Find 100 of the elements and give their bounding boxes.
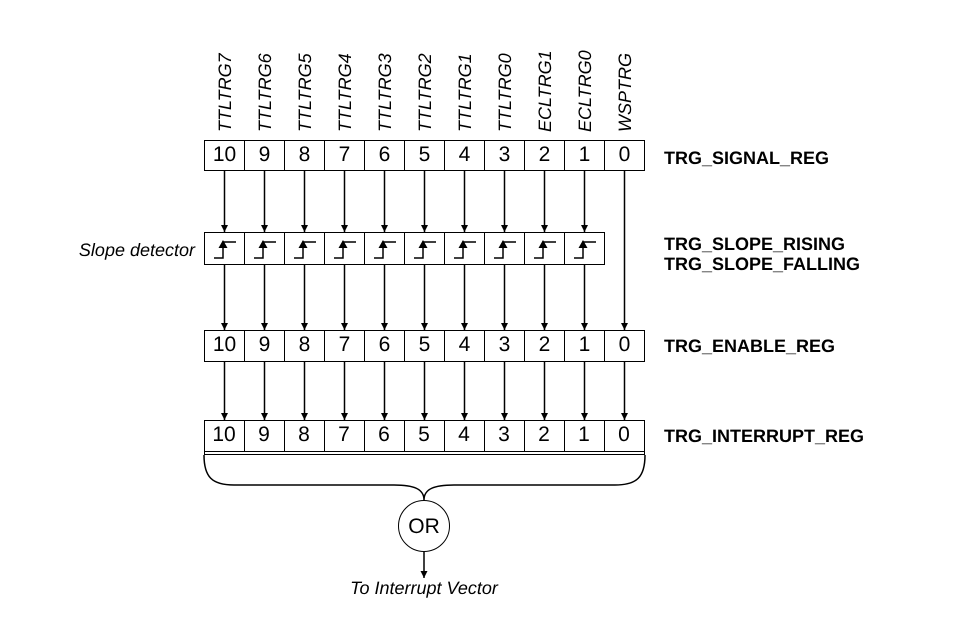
arrow <box>261 362 268 420</box>
arrow <box>501 362 508 420</box>
arrow <box>501 171 508 232</box>
bit-number: 2 <box>538 145 552 165</box>
slope-detector-cell <box>324 232 365 265</box>
bit-number: 10 <box>212 335 238 355</box>
slope-detector-cell <box>204 232 245 265</box>
bit-number: 4 <box>457 424 471 444</box>
slope-detector-cell <box>564 232 605 265</box>
arrow <box>381 171 388 232</box>
arrow <box>341 265 348 330</box>
bit-number: 3 <box>497 424 511 444</box>
arrow <box>420 552 428 578</box>
slope-detector-cell <box>484 232 525 265</box>
bit-number: 0 <box>618 335 632 355</box>
slope-detector-cell <box>364 232 405 265</box>
arrow <box>461 362 468 420</box>
register-bit-cell <box>444 330 485 362</box>
register-bit-cell <box>284 140 325 171</box>
register-bit-cell <box>204 140 245 171</box>
register-bit-cell <box>284 330 325 362</box>
output-label: To Interrupt Vector <box>350 578 498 599</box>
signal-name: TTLTRG6 <box>254 53 274 132</box>
arrow <box>421 171 428 232</box>
signal-name: ECLTRG0 <box>574 50 594 132</box>
signal-name: TTLTRG1 <box>454 53 474 132</box>
bit-number: 4 <box>458 335 472 355</box>
register-name: TRG_ENABLE_REG <box>664 336 836 356</box>
arrow <box>381 362 388 420</box>
signal-name: TTLTRG2 <box>414 53 434 132</box>
slope-detector-cell <box>404 232 445 265</box>
arrow <box>581 171 588 232</box>
bit-number: 10 <box>211 424 237 444</box>
signal-name: WSPTRG <box>614 53 634 132</box>
arrow <box>221 265 228 330</box>
signal-name: TTLTRG4 <box>334 53 354 132</box>
bit-number: 7 <box>338 145 352 165</box>
register-bit-cell <box>484 140 525 171</box>
register-name: TRG_SLOPE_FALLING <box>664 254 860 274</box>
register-bit-cell <box>364 140 405 171</box>
arrow <box>621 362 628 420</box>
register-name: TRG_SLOPE_RISING <box>664 234 846 254</box>
register-bit-cell <box>564 330 605 362</box>
bit-number: 8 <box>297 424 311 444</box>
bit-number: 2 <box>537 424 551 444</box>
arrow <box>541 362 548 420</box>
bit-number: 9 <box>258 145 272 165</box>
register-bit-cell <box>564 140 605 171</box>
bit-number: 0 <box>617 424 631 444</box>
arrow <box>541 265 548 330</box>
bit-number: 6 <box>378 335 392 355</box>
bit-number: 6 <box>377 424 391 444</box>
arrow <box>261 265 268 330</box>
register-bit-cell <box>604 140 645 171</box>
register-bit-cell <box>244 330 285 362</box>
bit-number: 5 <box>418 335 432 355</box>
register-bit-cell <box>244 140 285 171</box>
signal-name: TTLTRG7 <box>214 53 234 132</box>
bit-number: 5 <box>417 424 431 444</box>
arrow <box>341 171 348 232</box>
bit-number: 3 <box>498 335 512 355</box>
stage-label: Slope detector <box>78 240 195 260</box>
register-bit-cell <box>404 140 445 171</box>
register-name: TRG_SIGNAL_REG <box>664 148 830 168</box>
arrow <box>461 265 468 330</box>
slope-detector-cell <box>444 232 485 265</box>
signal-name: TTLTRG3 <box>374 53 394 132</box>
register-bit-cell <box>604 330 645 362</box>
slope-detector-cell <box>524 232 565 265</box>
bit-number: 1 <box>577 424 591 444</box>
bit-number: 6 <box>378 145 392 165</box>
bit-number: 8 <box>298 335 312 355</box>
arrow <box>221 362 228 420</box>
bit-number: 1 <box>578 335 592 355</box>
slope-detector-cell <box>244 232 285 265</box>
register-bit-cell <box>524 330 565 362</box>
or-gate-circle: OR <box>398 500 450 552</box>
register-bit-cell <box>404 330 445 362</box>
bit-number: 7 <box>338 335 352 355</box>
arrow <box>341 362 348 420</box>
arrow <box>421 265 428 330</box>
arrow <box>461 171 468 232</box>
bit-number: 9 <box>257 424 271 444</box>
bit-number: 0 <box>618 145 632 165</box>
register-bit-cell <box>324 140 365 171</box>
bit-number: 2 <box>538 335 552 355</box>
bit-number: 10 <box>212 145 238 165</box>
arrow <box>261 171 268 232</box>
register-bit-cell <box>484 330 525 362</box>
arrow <box>621 171 628 330</box>
bit-number: 1 <box>578 145 592 165</box>
signal-name: TTLTRG5 <box>294 53 314 132</box>
arrow <box>421 362 428 420</box>
register-bit-cell <box>524 140 565 171</box>
register-row <box>204 420 645 455</box>
register-bit-cell <box>324 330 365 362</box>
arrow <box>381 265 388 330</box>
bit-number: 8 <box>298 145 312 165</box>
register-bit-cell <box>204 330 245 362</box>
register-name: TRG_INTERRUPT_REG <box>664 426 864 446</box>
